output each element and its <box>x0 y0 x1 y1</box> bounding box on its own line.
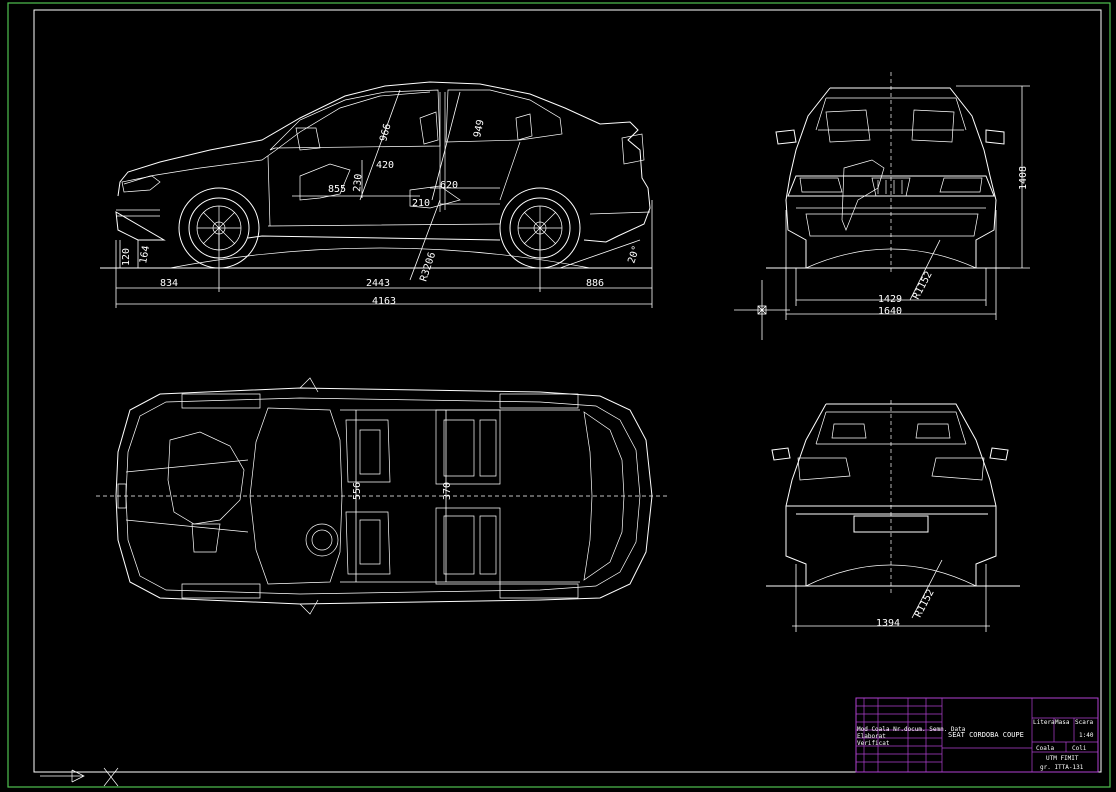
dim-rear-angle: 20° <box>626 244 642 265</box>
dim-seat-c: 855 <box>328 184 346 195</box>
dim-front-overhang: 834 <box>160 278 178 289</box>
dim-top-front-width: 556 <box>352 482 363 500</box>
inner-frame <box>33 9 1102 773</box>
dim-seat-b: 230 <box>352 173 365 192</box>
tb-role2: Verificat <box>857 740 890 747</box>
tb-sheet: Coala <box>1036 745 1054 752</box>
dim-rear-overhang: 886 <box>586 278 604 289</box>
tb-name: SEAT CORDOBA COUPE <box>948 731 1024 739</box>
dim-rear-track: 1394 <box>876 618 900 629</box>
tb-mass: Masa <box>1055 719 1070 726</box>
dim-height: 1408 <box>1018 166 1029 190</box>
outer-frame <box>7 2 1111 788</box>
dim-front-width: 1640 <box>878 306 902 317</box>
dim-ground-a: 120 <box>121 248 132 266</box>
dim-top-rear-width: 370 <box>442 482 453 500</box>
dim-floor: 210 <box>412 198 430 209</box>
rear-view: 1394 R1152 <box>766 400 1020 632</box>
tb-scale-h: Scara <box>1075 719 1093 726</box>
dim-seat-d: 620 <box>440 180 458 191</box>
dim-door-b: 949 <box>472 119 487 139</box>
tb-role1: Elaborat <box>857 733 886 740</box>
front-view: 1429 1640 1408 R1152 <box>734 72 1030 340</box>
tb-group: gr. ITTA-131 <box>1040 764 1084 771</box>
dim-door-a: 966 <box>378 122 393 142</box>
dim-front-radius: R1152 <box>911 270 935 302</box>
title-block: Mod Coala Nr.docum. Semn. Data Elaborat … <box>855 697 1099 773</box>
dim-rear-radius: R1152 <box>913 588 937 620</box>
tb-sheets: Coli <box>1072 745 1087 752</box>
tb-scale-v: 1:40 <box>1079 732 1094 739</box>
dim-overall-length: 4163 <box>372 296 396 307</box>
tb-org: UTM FIMIT <box>1046 755 1079 762</box>
dim-wheelbase: 2443 <box>366 278 390 289</box>
dim-seat-a: 420 <box>376 160 394 171</box>
tb-lit: Litera <box>1033 719 1055 726</box>
top-view: 556 370 <box>96 377 668 615</box>
dim-ground-b: 164 <box>138 245 152 265</box>
dim-front-track: 1429 <box>878 294 902 305</box>
side-view: 834 2443 886 4163 120 164 966 949 420 23… <box>100 81 653 308</box>
tb-roles: Mod Coala Nr.docum. Semn. Data <box>857 726 966 733</box>
ucs-icon <box>40 767 119 787</box>
dim-radius-mid: R3206 <box>418 251 438 283</box>
